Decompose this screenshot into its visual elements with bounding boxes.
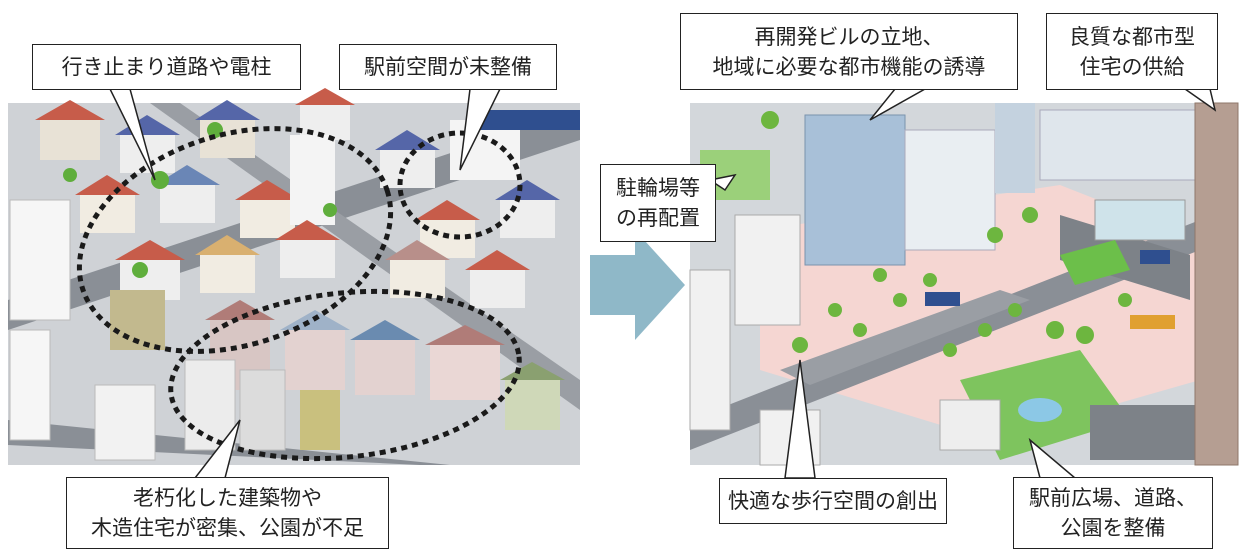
callout-text: 快適な歩行空間の創出: [728, 489, 938, 513]
callout-text-line1: 老朽化した建築物や: [133, 486, 322, 510]
callout-bicycle-parking-relocation: 駐輪場等 の再配置: [600, 164, 716, 242]
callout-text: 行き止まり道路や電柱: [61, 55, 272, 79]
callout-redevelopment-building: 再開発ビルの立地、 地域に必要な都市機能の誘導: [680, 13, 1018, 90]
callout-text-line2: の再配置: [616, 206, 700, 230]
before-buildings: [9, 199, 340, 461]
station-area-outline: [397, 130, 523, 240]
bus: [1130, 315, 1175, 329]
callout-text-line2: 公園を整備: [1060, 516, 1166, 540]
callout-text-line2: 住宅の供給: [1079, 54, 1185, 79]
before-trees: [63, 122, 337, 278]
callout-text-line1: 再開発ビルの立地、: [754, 24, 944, 49]
problem-outlines: [76, 126, 523, 462]
callout-station-plaza-undeveloped: 駅前空間が未整備: [339, 44, 557, 90]
transition-arrow: [590, 230, 685, 340]
callout-walking-space: 快適な歩行空間の創出: [719, 478, 947, 524]
before-illustration: [8, 88, 580, 479]
after-buildings: [689, 102, 1239, 466]
callout-text-line1: 良質な都市型: [1069, 24, 1195, 49]
after-trees: [761, 111, 1132, 357]
train: [470, 110, 580, 130]
callout-text-line2: 地域に必要な都市機能の誘導: [712, 54, 986, 79]
bus: [925, 292, 960, 306]
callout-urban-housing-supply: 良質な都市型 住宅の供給: [1046, 13, 1218, 90]
callout-dense-old-housing: 老朽化した建築物や 木造住宅が密集、公園が不足: [66, 477, 389, 549]
callout-text: 駅前空間が未整備: [364, 55, 532, 79]
before-leaders: [108, 88, 502, 479]
dead-end-area-outline: [76, 126, 394, 354]
callout-plaza-roads-park: 駅前広場、道路、 公園を整備: [1013, 477, 1213, 549]
callout-dead-end-roads: 行き止まり道路や電柱: [32, 44, 301, 90]
callout-text-line1: 駅前広場、道路、: [1029, 486, 1197, 510]
after-illustration: [689, 88, 1239, 479]
bus: [1140, 250, 1170, 264]
callout-text-line2: 木造住宅が密集、公園が不足: [91, 516, 364, 540]
dense-housing-area-outline: [168, 288, 522, 462]
callout-text-line1: 駐輪場等: [616, 176, 700, 200]
